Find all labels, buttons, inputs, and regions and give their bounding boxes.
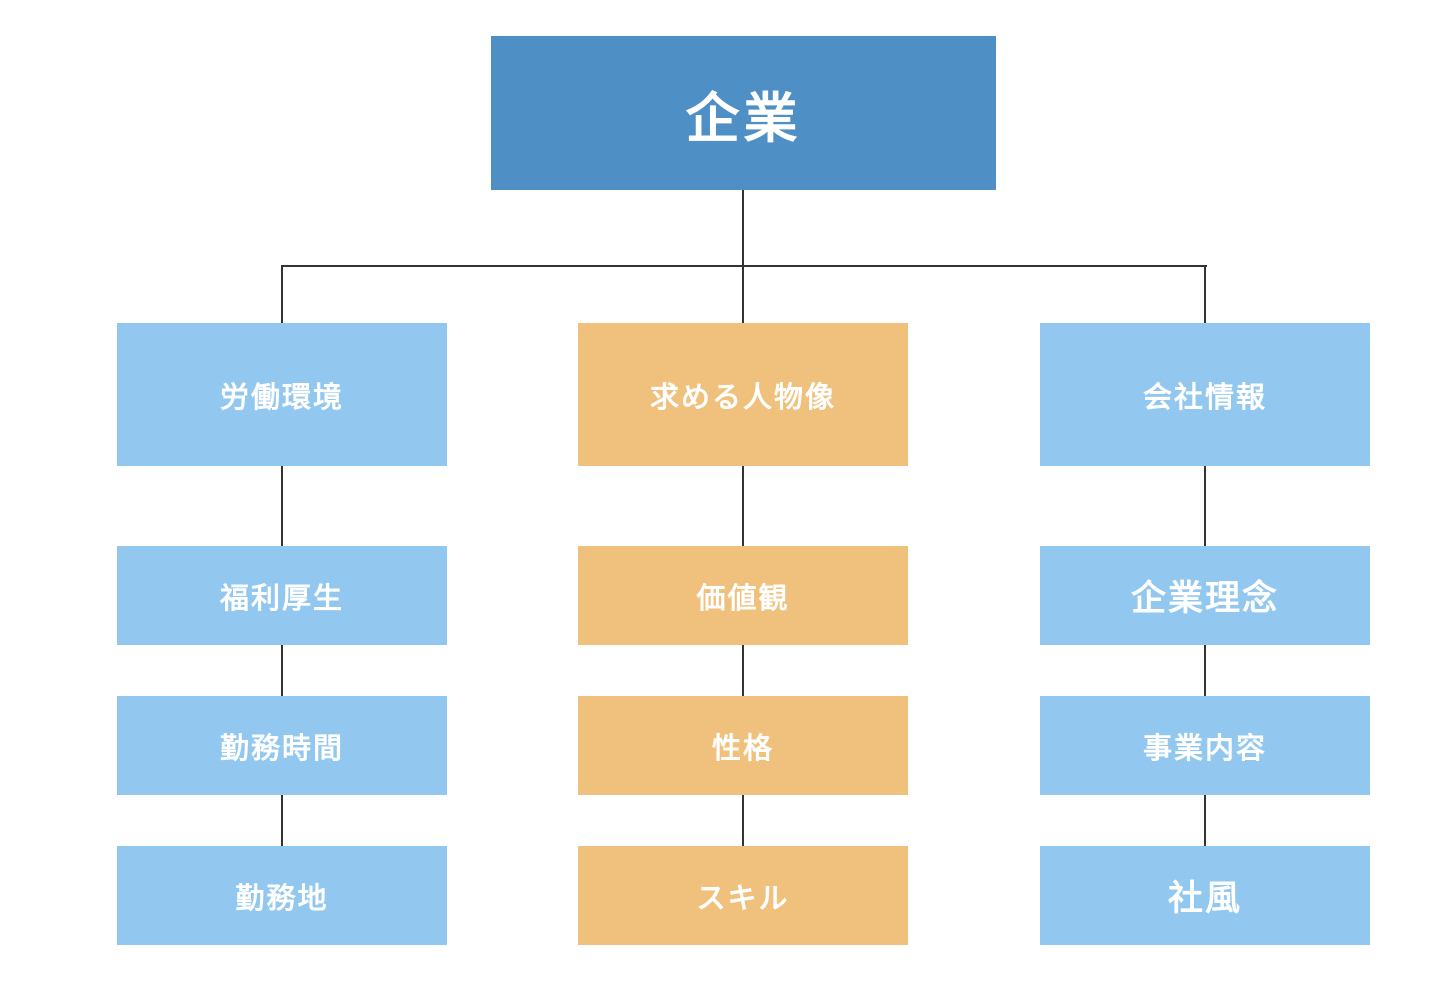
node-benefits: 福利厚生 xyxy=(117,546,447,645)
node-work-environment: 労働環境 xyxy=(117,323,447,466)
node-work-location: 勤務地 xyxy=(117,846,447,945)
node-business-description: 事業内容 xyxy=(1040,696,1370,795)
node-corporate-philosophy: 企業理念 xyxy=(1040,546,1370,645)
root-node-company: 企業 xyxy=(491,36,996,190)
node-company-culture: 社風 xyxy=(1040,846,1370,945)
connector-vertical-middle-column xyxy=(742,190,744,900)
node-skills: スキル xyxy=(578,846,908,945)
node-company-info: 会社情報 xyxy=(1040,323,1370,466)
node-values: 価値観 xyxy=(578,546,908,645)
connector-horizontal-top xyxy=(281,265,1207,267)
node-personality: 性格 xyxy=(578,696,908,795)
node-working-hours: 勤務時間 xyxy=(117,696,447,795)
node-desired-candidate: 求める人物像 xyxy=(578,323,908,466)
